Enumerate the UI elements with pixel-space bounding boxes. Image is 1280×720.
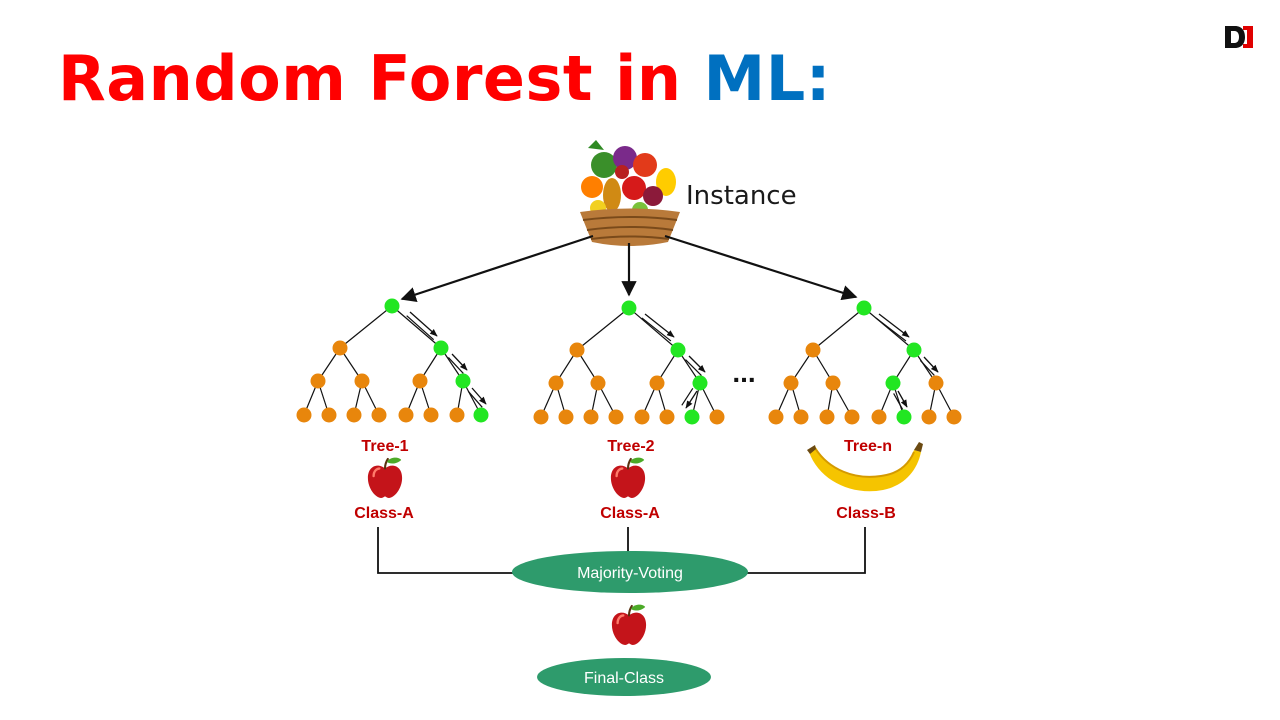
- tree-node-active: [384, 298, 400, 314]
- tree-edge: [391, 305, 442, 349]
- tree-node: [946, 409, 962, 425]
- tree-node: [533, 409, 549, 425]
- final-class-label: Final-Class: [584, 670, 664, 687]
- tree-node: [449, 407, 465, 423]
- final-class-node: Final-Class: [537, 658, 711, 696]
- tree-node: [768, 409, 784, 425]
- tree-node: [423, 407, 439, 423]
- tree-node: [819, 409, 835, 425]
- tree-node: [805, 342, 821, 358]
- more-trees-ellipsis: ...: [732, 357, 755, 388]
- tree-node: [346, 407, 362, 423]
- tree-node: [608, 409, 624, 425]
- tree-node-active: [670, 342, 686, 358]
- tree-edge: [339, 305, 393, 349]
- tree-node-active: [885, 375, 901, 391]
- apple-icon: [610, 604, 648, 646]
- tree-edge: [681, 387, 694, 406]
- tree-node: [412, 373, 428, 389]
- tree-edge: [467, 390, 483, 408]
- apple-icon: [609, 457, 647, 499]
- fruit-basket-icon: [580, 140, 680, 246]
- tree-edge: [628, 307, 679, 351]
- tree-node: [709, 409, 725, 425]
- decision-path-arrow: [409, 311, 438, 337]
- logo-icon: [1223, 23, 1255, 51]
- tree-n-class-label: Class-B: [836, 505, 896, 522]
- arrow-to-tree-1: [400, 234, 594, 302]
- decision-path-arrow: [685, 390, 698, 409]
- decision-tree-2: [533, 300, 725, 425]
- tree-node: [296, 407, 312, 423]
- tree-edge: [812, 307, 865, 351]
- connector-tree-1: [377, 527, 514, 574]
- decision-path-arrow: [471, 387, 487, 405]
- page-title: Random Forest in ML:: [58, 48, 831, 110]
- tree-node: [921, 409, 937, 425]
- tree-node: [569, 342, 585, 358]
- tree-node: [354, 373, 370, 389]
- tree-node-active: [856, 300, 872, 316]
- majority-voting-label: Majority-Voting: [577, 565, 683, 582]
- tree-n-label: Tree-n: [844, 438, 892, 455]
- tree-edge: [875, 317, 907, 342]
- tree-edge: [685, 359, 702, 376]
- tree-node-active: [684, 409, 700, 425]
- tree-edge: [576, 307, 630, 351]
- tree-node: [783, 375, 799, 391]
- tree-node: [793, 409, 809, 425]
- tree-node: [321, 407, 337, 423]
- tree-node: [649, 375, 665, 391]
- tree-2-class-label: Class-A: [600, 505, 660, 522]
- tree-node-active: [692, 375, 708, 391]
- decision-path-arrow: [688, 355, 706, 373]
- tree-node-active: [906, 342, 922, 358]
- connector-tree-n: [746, 527, 866, 574]
- tree-node-active: [896, 409, 912, 425]
- title-part-random-forest: Random Forest in: [58, 42, 704, 115]
- majority-voting-node: Majority-Voting: [512, 551, 748, 593]
- tree-node: [634, 409, 650, 425]
- tree-node-active: [473, 407, 489, 423]
- tree-node: [371, 407, 387, 423]
- tree-node: [871, 409, 887, 425]
- tree-node: [928, 375, 944, 391]
- tree-node-active: [455, 373, 471, 389]
- tree-node-active: [621, 300, 637, 316]
- decision-tree-n: [768, 300, 962, 425]
- tree-node: [332, 340, 348, 356]
- tree-edge: [919, 360, 935, 376]
- decision-path-arrow: [923, 356, 939, 373]
- tree-node: [558, 409, 574, 425]
- tree-1-class-label: Class-A: [354, 505, 414, 522]
- decision-path-arrow: [451, 353, 468, 371]
- tree-node: [825, 375, 841, 391]
- tree-1-label: Tree-1: [361, 438, 408, 455]
- tree-edge: [447, 357, 464, 374]
- decision-path-arrow: [878, 313, 910, 338]
- decision-tree-1: [296, 298, 489, 423]
- tree-node: [583, 409, 599, 425]
- tree-edge: [863, 307, 915, 351]
- tree-node: [548, 375, 564, 391]
- tree-edge: [641, 317, 672, 342]
- tree-edge: [406, 315, 435, 341]
- tree-edge: [893, 393, 904, 410]
- tree-node: [398, 407, 414, 423]
- tree-node: [659, 409, 675, 425]
- apple-icon: [366, 457, 404, 499]
- tree-node: [844, 409, 860, 425]
- title-part-ml: ML:: [703, 42, 832, 115]
- arrow-to-tree-n: [664, 234, 858, 301]
- decision-path-arrow: [897, 390, 908, 408]
- tree-node: [590, 375, 606, 391]
- decision-path-arrow: [644, 313, 675, 338]
- tree-node-active: [433, 340, 449, 356]
- tree-node: [310, 373, 326, 389]
- instance-label: Instance: [686, 181, 797, 211]
- tree-2-label: Tree-2: [607, 438, 654, 455]
